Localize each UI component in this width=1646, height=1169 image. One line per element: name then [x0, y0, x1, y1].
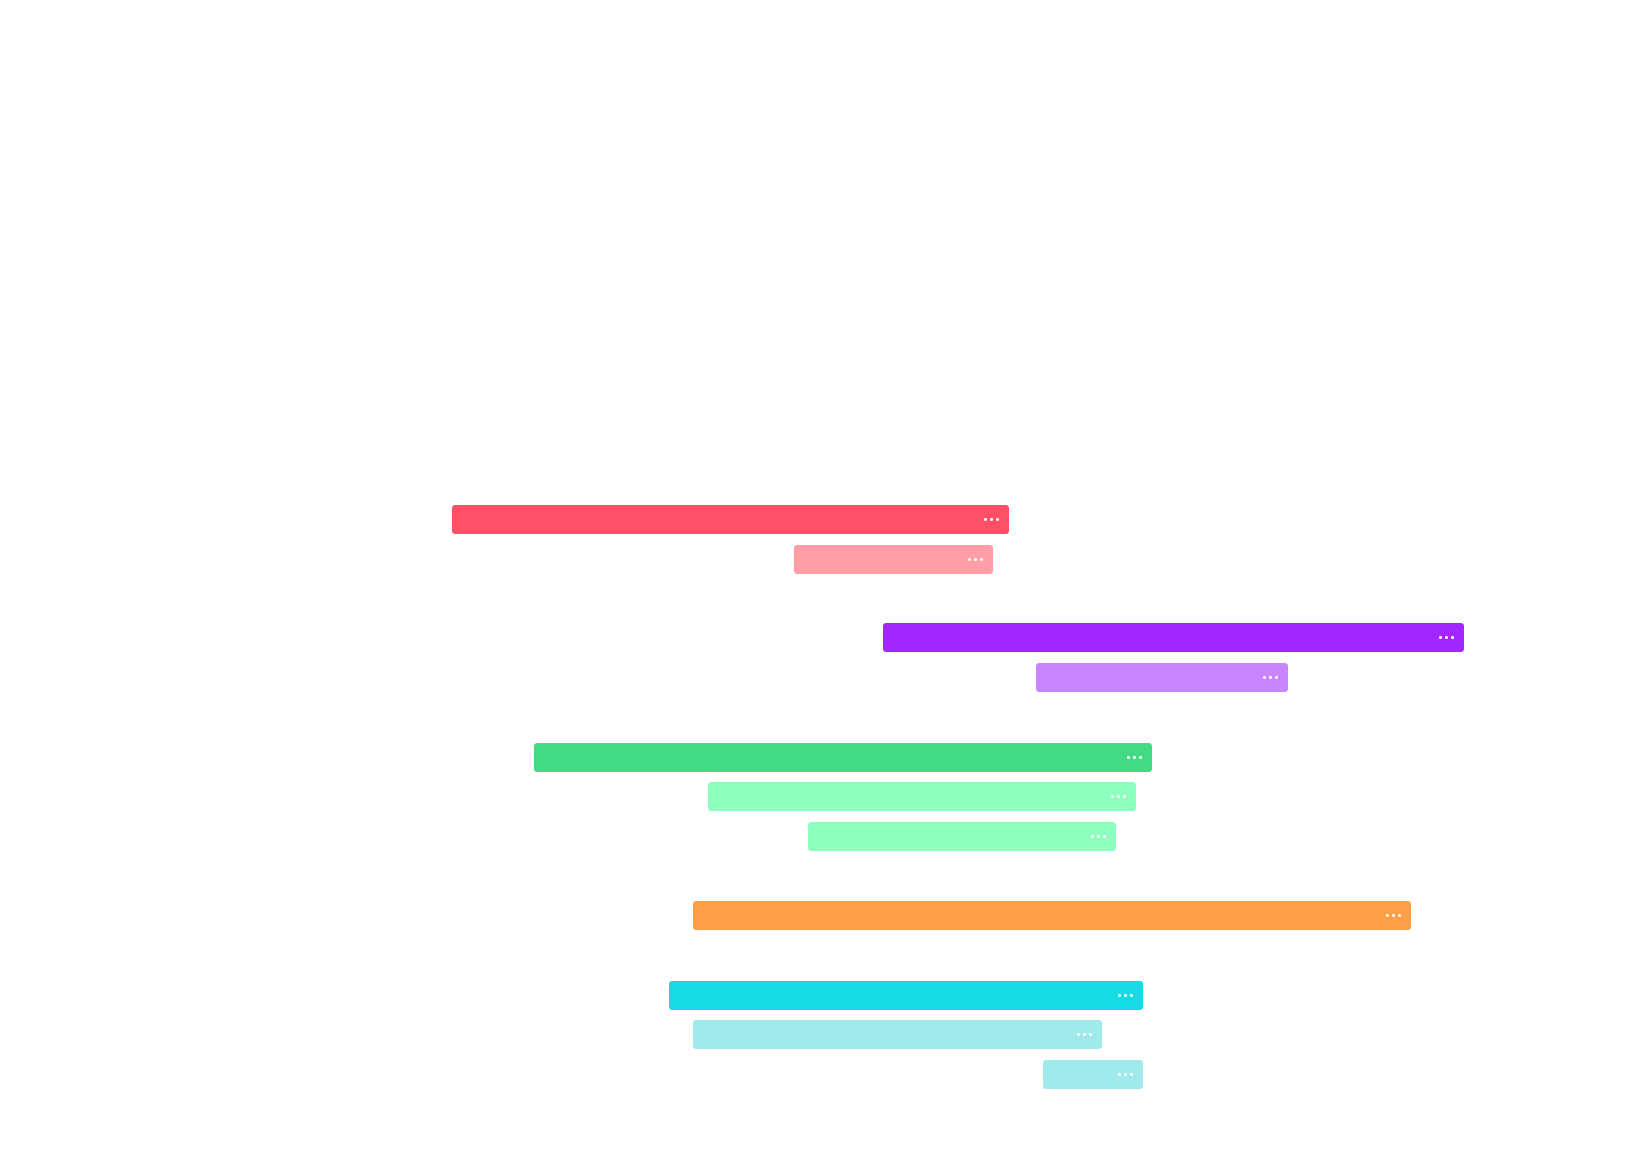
more-horizontal-icon[interactable] [1386, 911, 1401, 921]
timeline-bar-cyan-1[interactable] [669, 981, 1143, 1010]
more-horizontal-icon[interactable] [984, 515, 999, 525]
more-horizontal-icon[interactable] [968, 555, 983, 565]
more-horizontal-icon[interactable] [1091, 832, 1106, 842]
more-horizontal-icon[interactable] [1118, 1070, 1133, 1080]
timeline-bar-cyan-2[interactable] [693, 1020, 1102, 1049]
timeline-bar-cyan-3[interactable] [1043, 1060, 1143, 1089]
timeline-bar-purple-2[interactable] [1036, 663, 1288, 692]
more-horizontal-icon[interactable] [1127, 753, 1142, 763]
timeline-bar-green-2[interactable] [708, 782, 1136, 811]
timeline-bar-green-1[interactable] [534, 743, 1152, 772]
timeline-bar-red-2[interactable] [794, 545, 993, 574]
timeline-bar-purple-1[interactable] [883, 623, 1464, 652]
timeline-bar-green-3[interactable] [808, 822, 1116, 851]
more-horizontal-icon[interactable] [1118, 991, 1133, 1001]
more-horizontal-icon[interactable] [1263, 673, 1278, 683]
more-horizontal-icon[interactable] [1077, 1030, 1092, 1040]
more-horizontal-icon[interactable] [1439, 633, 1454, 643]
more-horizontal-icon[interactable] [1111, 792, 1126, 802]
timeline-bar-orange-1[interactable] [693, 901, 1411, 930]
timeline-bar-red-1[interactable] [452, 505, 1009, 534]
